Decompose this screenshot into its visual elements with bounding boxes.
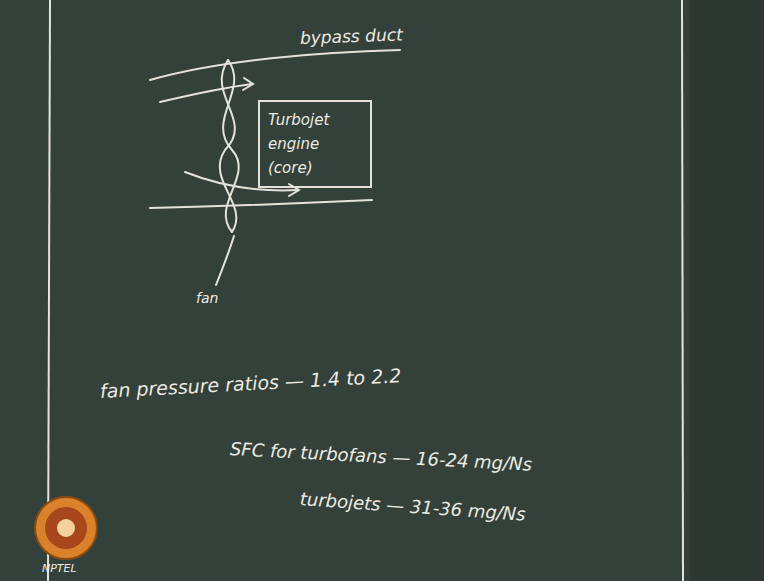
- leader-line: [216, 236, 234, 285]
- part-label: bypass duct: [300, 24, 403, 48]
- flow-arrow: [160, 84, 252, 102]
- engine-core-box: Turbojet engine (core): [258, 100, 372, 188]
- board-line: [682, 0, 683, 581]
- arrow-head: [243, 78, 253, 90]
- part-label: fan: [196, 290, 218, 306]
- duct-wall: [150, 50, 400, 80]
- board-edge: [690, 0, 764, 581]
- board-line: [48, 0, 50, 581]
- logo-text: NPTEL: [42, 562, 77, 575]
- box-text: Turbojet engine (core): [268, 108, 362, 180]
- duct-wall: [150, 200, 372, 208]
- nptel-logo: [35, 497, 97, 559]
- arrow-head: [289, 184, 299, 196]
